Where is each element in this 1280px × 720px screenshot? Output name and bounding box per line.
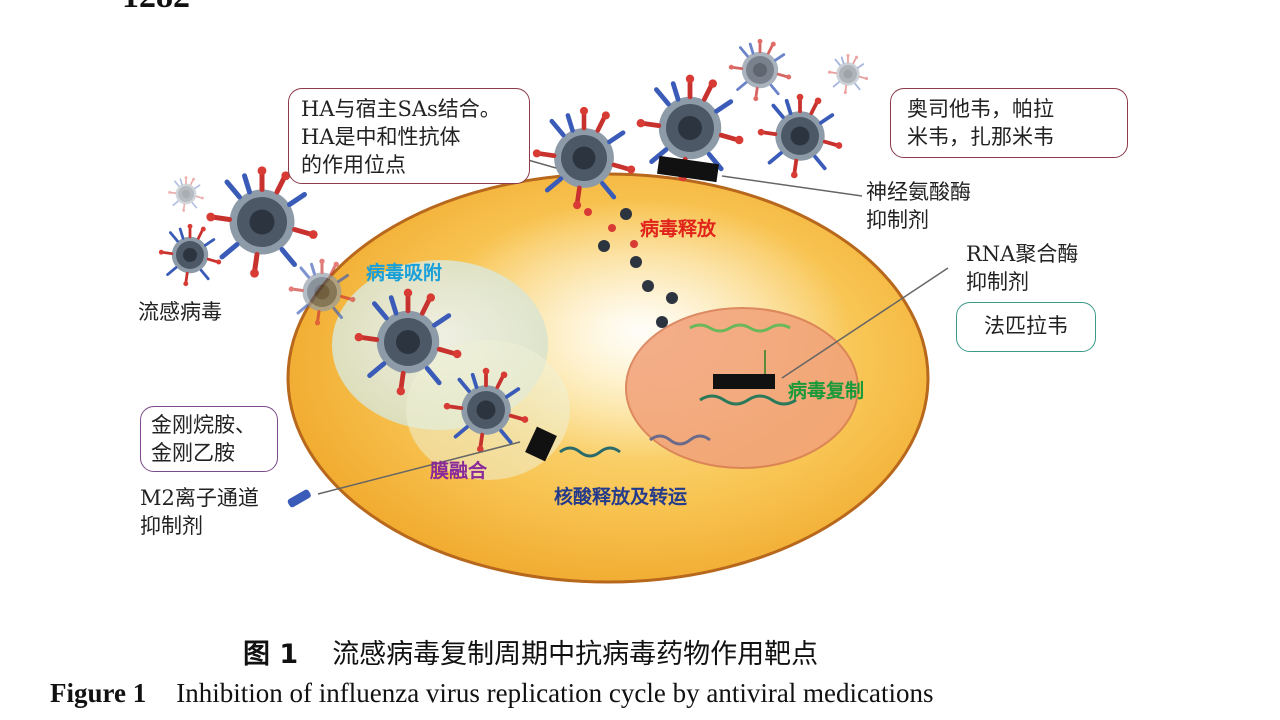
virus-label: 流感病毒 [138, 300, 222, 324]
na-pointer [721, 175, 863, 197]
rna-inhibitor-label: RNA聚合酶 抑制剂 [966, 240, 1078, 296]
rna-inhibitor-line: RNA聚合酶 [966, 242, 1079, 266]
ha-note-line: 的作用位点 [301, 153, 406, 177]
rna-pointer [781, 267, 949, 379]
m2-inhibitor-line: 抑制剂 [140, 514, 203, 538]
caption-en-text: Inhibition of influenza virus replicatio… [176, 678, 934, 708]
virus-particle [827, 53, 869, 95]
caption-cn-label: 图 1 [243, 639, 299, 670]
ha-note-line: HA与宿主SAs结合。 [301, 97, 501, 121]
rna-strand [699, 394, 797, 406]
caption-cn-text: 流感病毒复制周期中抗病毒药物作用靶点 [332, 639, 819, 670]
m2-drugs-line: 金刚乙胺 [151, 441, 235, 465]
ha-note-line: HA是中和性抗体 [301, 125, 461, 149]
virus-particle [157, 222, 223, 288]
m2-drugs-box: 金刚烷胺、 金刚乙胺 [140, 406, 278, 472]
page-number: 1282 [122, 0, 190, 16]
released-fragments [584, 208, 638, 248]
virus-particle [755, 91, 845, 181]
released-particles [598, 208, 678, 328]
m2-inhibitor-bar [525, 426, 557, 462]
stage-transport: 核酸释放及转运 [554, 486, 688, 508]
rna-strand [689, 323, 791, 333]
rna-drug-name: 法匹拉韦 [984, 314, 1068, 338]
na-inhibitor-bar [657, 155, 719, 183]
m2-channel-blocker [287, 489, 311, 508]
caption-cn: 图 1 流感病毒复制周期中抗病毒药物作用靶点 [243, 632, 818, 671]
stage-fusion: 膜融合 [430, 460, 488, 482]
ha-pointer [527, 159, 557, 169]
rna-drug-box: 法匹拉韦 [956, 302, 1096, 352]
virus-particle [727, 37, 793, 103]
m2-pointer [317, 441, 521, 495]
virus-particle [167, 175, 205, 213]
m2-inhibitor-label: M2离子通道 抑制剂 [140, 484, 259, 540]
caption-en-label: Figure 1 [50, 678, 147, 708]
na-inhibitor-line: 抑制剂 [866, 208, 929, 232]
m2-drugs-line: 金刚烷胺、 [151, 413, 256, 437]
na-drugs-line: 奥司他韦，帕拉 [907, 97, 1054, 121]
rna-inhibitor-bar [713, 374, 775, 389]
stage-attach: 病毒吸附 [366, 262, 443, 284]
na-drugs-line: 米韦，扎那米韦 [907, 125, 1054, 149]
rna-strand [649, 434, 711, 446]
rna-strand [559, 446, 621, 458]
na-inhibitor-label: 神经氨酸酶 抑制剂 [866, 178, 971, 234]
stage-release: 病毒释放 [640, 218, 717, 240]
na-inhibitor-line: 神经氨酸酶 [866, 180, 971, 204]
ha-binding-note: HA与宿主SAs结合。 HA是中和性抗体 的作用位点 [288, 88, 530, 184]
rna-inhibitor-line: 抑制剂 [966, 270, 1029, 294]
caption-en: Figure 1 Inhibition of influenza virus re… [50, 678, 934, 709]
na-drugs-box: 奥司他韦，帕拉 米韦，扎那米韦 [890, 88, 1128, 158]
stage-replicate: 病毒复制 [788, 380, 865, 402]
m2-inhibitor-line: M2离子通道 [140, 486, 259, 510]
